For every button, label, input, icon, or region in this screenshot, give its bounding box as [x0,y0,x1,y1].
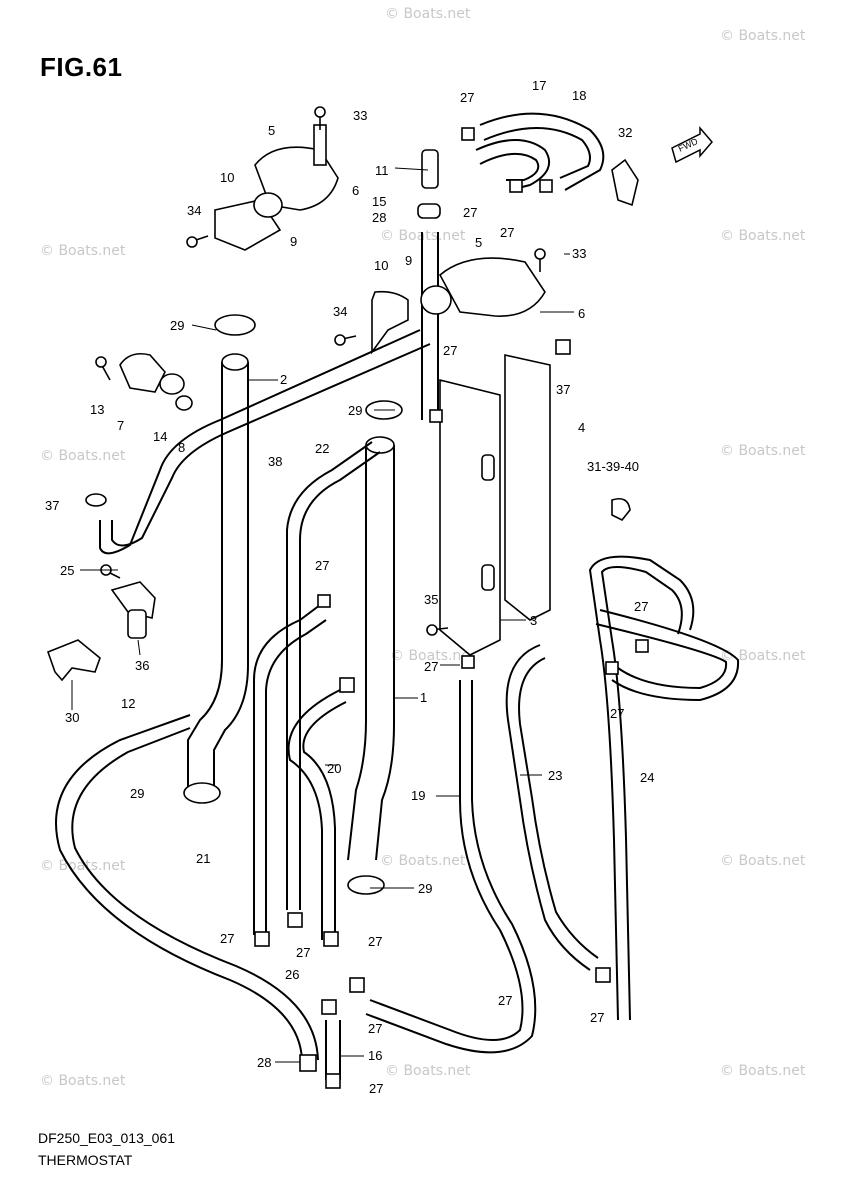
clip-31 [611,497,631,522]
callout: 10 [374,258,388,273]
watermark: © Boats.net [720,853,806,869]
watermark: © Boats.net [40,1073,126,1089]
callout: 14 [153,429,167,444]
watermark: © Boats.net [385,1063,471,1079]
temperature-sensor [119,352,193,411]
figure-title: FIG.61 [40,52,123,82]
callout: 29 [130,786,144,801]
callout: 6 [352,183,359,198]
watermark: © Boats.net [720,1063,806,1079]
callout: 33 [572,246,586,261]
callout: 36 [135,658,149,673]
figure-name: THERMOSTAT [38,1152,133,1168]
callout: 37 [45,498,59,513]
callout: 27 [500,225,514,240]
watermark: © Boats.net [720,443,806,459]
callout: 3 [530,613,537,628]
watermark: © Boats.net [390,648,476,664]
thermostat-housing-upper [214,124,339,251]
callout: 17 [532,78,546,93]
callout: 32 [618,125,632,140]
callout: 12 [121,696,135,711]
callout: 29 [348,403,362,418]
callout: 27 [315,558,329,573]
callout: 1 [420,690,427,705]
callout: 7 [117,418,124,433]
callout: 26 [285,967,299,982]
clamps [85,127,649,1089]
callout: 13 [90,402,104,417]
callout: 10 [220,170,234,185]
callout: 27 [296,945,310,960]
callout: 9 [405,253,412,268]
callout: 27 [443,343,457,358]
callout: 19 [411,788,425,803]
callout: 24 [640,770,654,785]
callout: 5 [268,123,275,138]
forward-arrow-icon: FWD [671,125,713,164]
bracket-30 [46,639,101,682]
callout: 28 [372,210,386,225]
union-11 [417,149,441,219]
bolts [95,106,546,636]
callout: 27 [460,90,474,105]
callout: 34 [333,304,347,319]
callout: 20 [327,761,341,776]
callout: 6 [578,306,585,321]
callout: 31-39-40 [587,459,639,474]
callout: 18 [572,88,586,103]
callout: 27 [634,599,648,614]
callout: 29 [418,881,432,896]
callout: 27 [220,931,234,946]
callout: 25 [60,563,74,578]
callout: 22 [315,441,329,456]
callout: 35 [424,592,438,607]
callout: 37 [556,382,570,397]
callout: 27 [368,934,382,949]
figure-code: DF250_E03_013_061 [38,1130,176,1146]
callout: 29 [170,318,184,333]
callout: 30 [65,710,79,725]
callout: 34 [187,203,201,218]
watermark: © Boats.net [40,448,126,464]
watermarks: © Boats.net © Boats.net © Boats.net © Bo… [40,6,806,1089]
callout: 15 [372,194,386,209]
callout: 16 [368,1048,382,1063]
callout: 8 [178,440,185,455]
watermark: © Boats.net [720,28,806,44]
callout: 27 [610,706,624,721]
watermark: © Boats.net [40,243,126,259]
callout: 21 [196,851,210,866]
callout: 5 [475,235,482,250]
callout: 4 [578,420,585,435]
bracket-36 [110,581,156,639]
callout: 33 [353,108,367,123]
callout: 9 [290,234,297,249]
watermark: © Boats.net [40,858,126,874]
watermark: © Boats.net [720,648,806,664]
callout: 38 [268,454,282,469]
leader-lines [71,167,574,1063]
hoses [55,112,740,1080]
watermark: © Boats.net [720,228,806,244]
callout: 28 [257,1055,271,1070]
callout: 27 [498,993,512,1008]
callout: 27 [424,659,438,674]
thermostat-cover-plate [439,354,551,656]
callout: 27 [463,205,477,220]
callout: 27 [368,1021,382,1036]
callout: 2 [280,372,287,387]
watermark: © Boats.net [385,6,471,22]
thermostat-housing-lower [371,257,546,355]
callout: 11 [375,163,389,178]
bracket-32 [611,158,639,207]
callout: 27 [369,1081,383,1096]
callout: 23 [548,768,562,783]
watermark: © Boats.net [380,853,466,869]
callout: 27 [590,1010,604,1025]
callout-labels: 33 5 10 6 34 9 27 17 18 32 11 15 28 27 2… [45,78,654,1096]
